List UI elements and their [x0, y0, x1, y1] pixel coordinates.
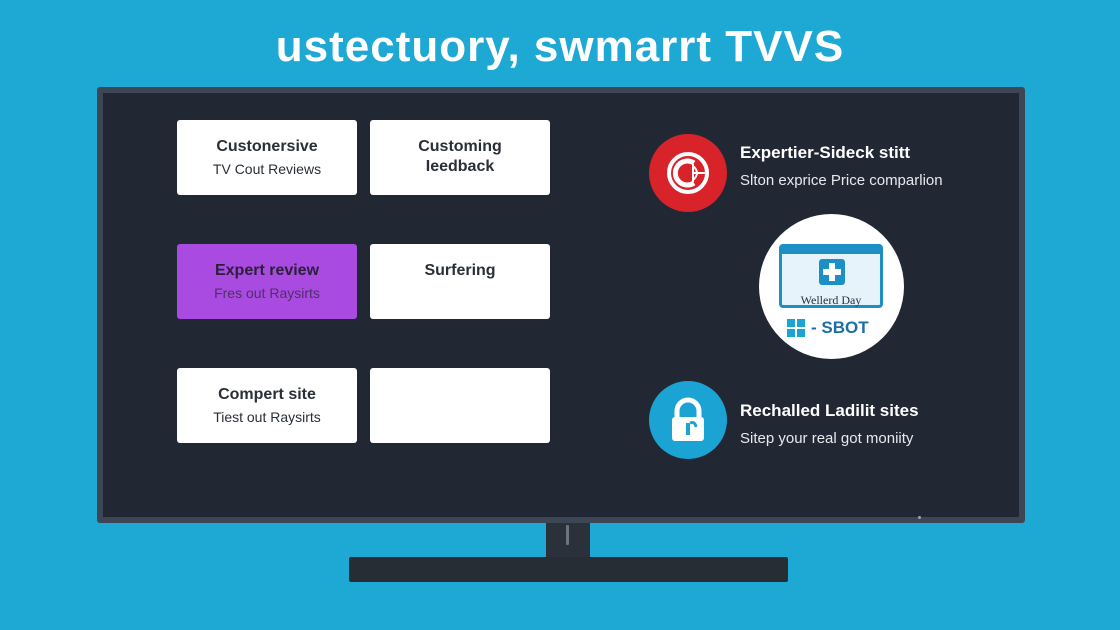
feature-title: Rechalled Ladilit sites [740, 401, 919, 420]
windows-icon [787, 319, 805, 337]
feature-price-comparison[interactable]: Expertier-Sideck stitt Slton exprice Pri… [740, 142, 943, 192]
tile-title: Compert site [218, 386, 316, 403]
tile-title: Custonersive [216, 138, 318, 155]
tile-title: Expert review [214, 262, 320, 279]
feature-title: Expertier-Sideck stitt [740, 143, 911, 162]
page-headline: ustectuory, swmarrt TVVS [275, 22, 845, 71]
tile-title: Surfering [424, 262, 496, 279]
tile-surfering[interactable]: Surfering [370, 244, 550, 319]
card-brand: - SBOT [787, 318, 869, 338]
globe-c-icon [649, 134, 727, 212]
tile-customer-reviews[interactable]: Custonersive TV Cout Reviews [177, 120, 357, 195]
feature-subtitle: Sitep your real got moniity [740, 430, 914, 447]
tv-stand-base [349, 557, 788, 582]
tv-card-badge[interactable]: Wellerd Day - SBOT [759, 214, 904, 359]
tv-stand-neck [546, 523, 590, 559]
tile-subtitle: Ieedback [425, 158, 495, 175]
stand-slot [566, 525, 569, 545]
tile-subtitle: Fres out Raysirts [214, 285, 320, 301]
tv-screen-icon: Wellerd Day [779, 244, 883, 308]
feature-local-sites[interactable]: Rechalled Ladilit sites Sitep your real … [740, 400, 919, 450]
card-caption: Wellerd Day [800, 293, 862, 307]
medical-plus-icon [819, 259, 845, 285]
power-led [918, 516, 921, 519]
lock-icon [649, 381, 727, 459]
card-brand-text: - SBOT [811, 318, 869, 337]
tile-expert-review[interactable]: Expert review Fres out Raysirts [177, 244, 357, 319]
feature-subtitle: Slton exprice Price comparlion [740, 172, 943, 189]
tile-subtitle: TV Cout Reviews [212, 161, 322, 177]
tile-compert-site[interactable]: Compert site Tiest out Raysirts [177, 368, 357, 443]
tile-title: Customing [418, 138, 502, 155]
tile-customer-feedback[interactable]: Customing Ieedback [370, 120, 550, 195]
tile-subtitle: Tiest out Raysirts [213, 409, 321, 425]
tile-empty[interactable] [370, 368, 550, 443]
